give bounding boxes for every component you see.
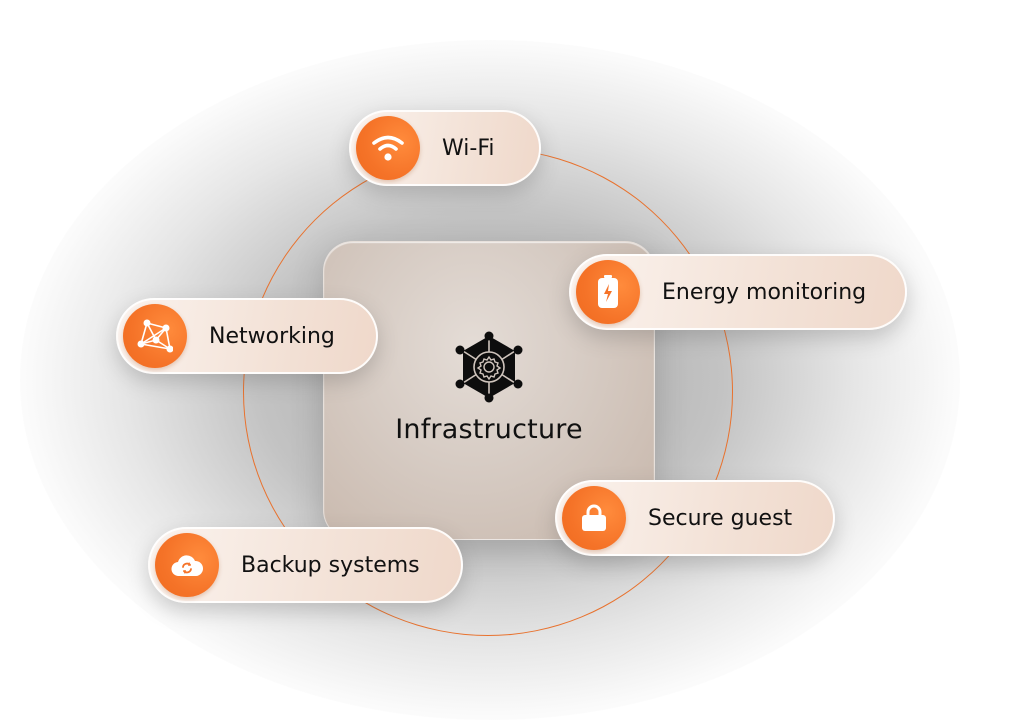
center-title: Infrastructure (395, 414, 583, 445)
item-wifi[interactable]: Wi-Fi (349, 110, 541, 186)
item-secure-guest[interactable]: Secure guest (555, 480, 835, 556)
battery-charging-icon (576, 260, 640, 324)
item-energy-monitoring[interactable]: Energy monitoring (569, 254, 907, 330)
cloud-sync-icon (155, 533, 219, 597)
item-backup-systems[interactable]: Backup systems (148, 527, 463, 603)
wifi-icon (356, 116, 420, 180)
hexagon-gear-network-icon (455, 330, 523, 404)
lock-icon (562, 486, 626, 550)
network-nodes-icon (123, 304, 187, 368)
item-networking[interactable]: Networking (116, 298, 378, 374)
item-label: Wi-Fi (442, 135, 495, 161)
item-label: Energy monitoring (662, 279, 867, 305)
item-label: Networking (209, 323, 335, 349)
item-label: Backup systems (241, 552, 420, 578)
item-label: Secure guest (648, 505, 793, 531)
